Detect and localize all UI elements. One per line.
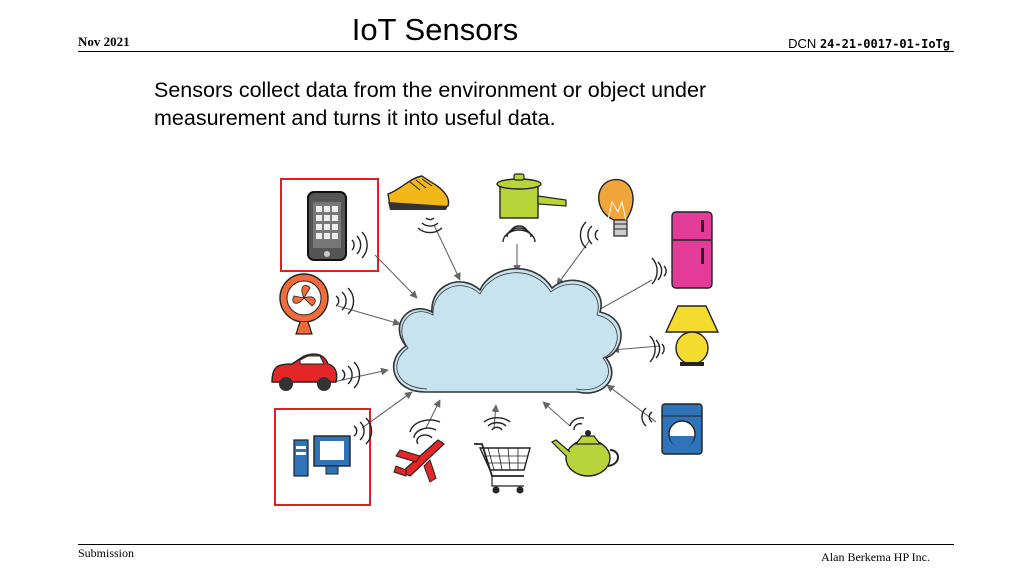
desktop-computer-icon <box>293 417 373 477</box>
smartphone-icon <box>307 191 368 261</box>
table-lamp-icon <box>649 305 720 366</box>
slide-title: IoT Sensors <box>351 12 519 47</box>
body-line-1: Sensors collect data from the environmen… <box>154 78 707 102</box>
header-date: Nov 2021 <box>78 34 130 49</box>
body-text: Sensors collect data from the environmen… <box>154 76 854 132</box>
refrigerator-icon <box>651 211 713 289</box>
airplane-icon <box>393 419 445 483</box>
car-icon <box>271 353 361 391</box>
dcn-label: DCN <box>788 36 817 51</box>
body-line-2: measurement and turns it into useful dat… <box>154 106 556 130</box>
fan-icon <box>279 273 355 335</box>
document-control-number: DCN 24-21-0017-01-IoTg <box>788 36 950 51</box>
washing-machine-icon <box>641 403 703 455</box>
header-divider <box>78 51 954 52</box>
footer-divider <box>78 544 954 545</box>
connection-arrows <box>332 224 661 429</box>
sneaker-icon <box>387 175 450 234</box>
cooking-pot-icon <box>496 173 567 243</box>
footer-left: Submission <box>78 546 135 560</box>
footer-author: Alan Berkema HP Inc. <box>821 550 930 564</box>
highlight-box-computer <box>274 408 371 506</box>
highlight-box-smartphone <box>280 178 379 272</box>
iot-illustration <box>271 173 720 506</box>
teapot-icon <box>550 417 619 477</box>
cloud-icon <box>392 267 622 394</box>
shopping-cart-icon <box>474 417 531 494</box>
dcn-number: 24-21-0017-01-IoTg <box>819 37 950 51</box>
light-bulb-icon <box>579 178 634 249</box>
